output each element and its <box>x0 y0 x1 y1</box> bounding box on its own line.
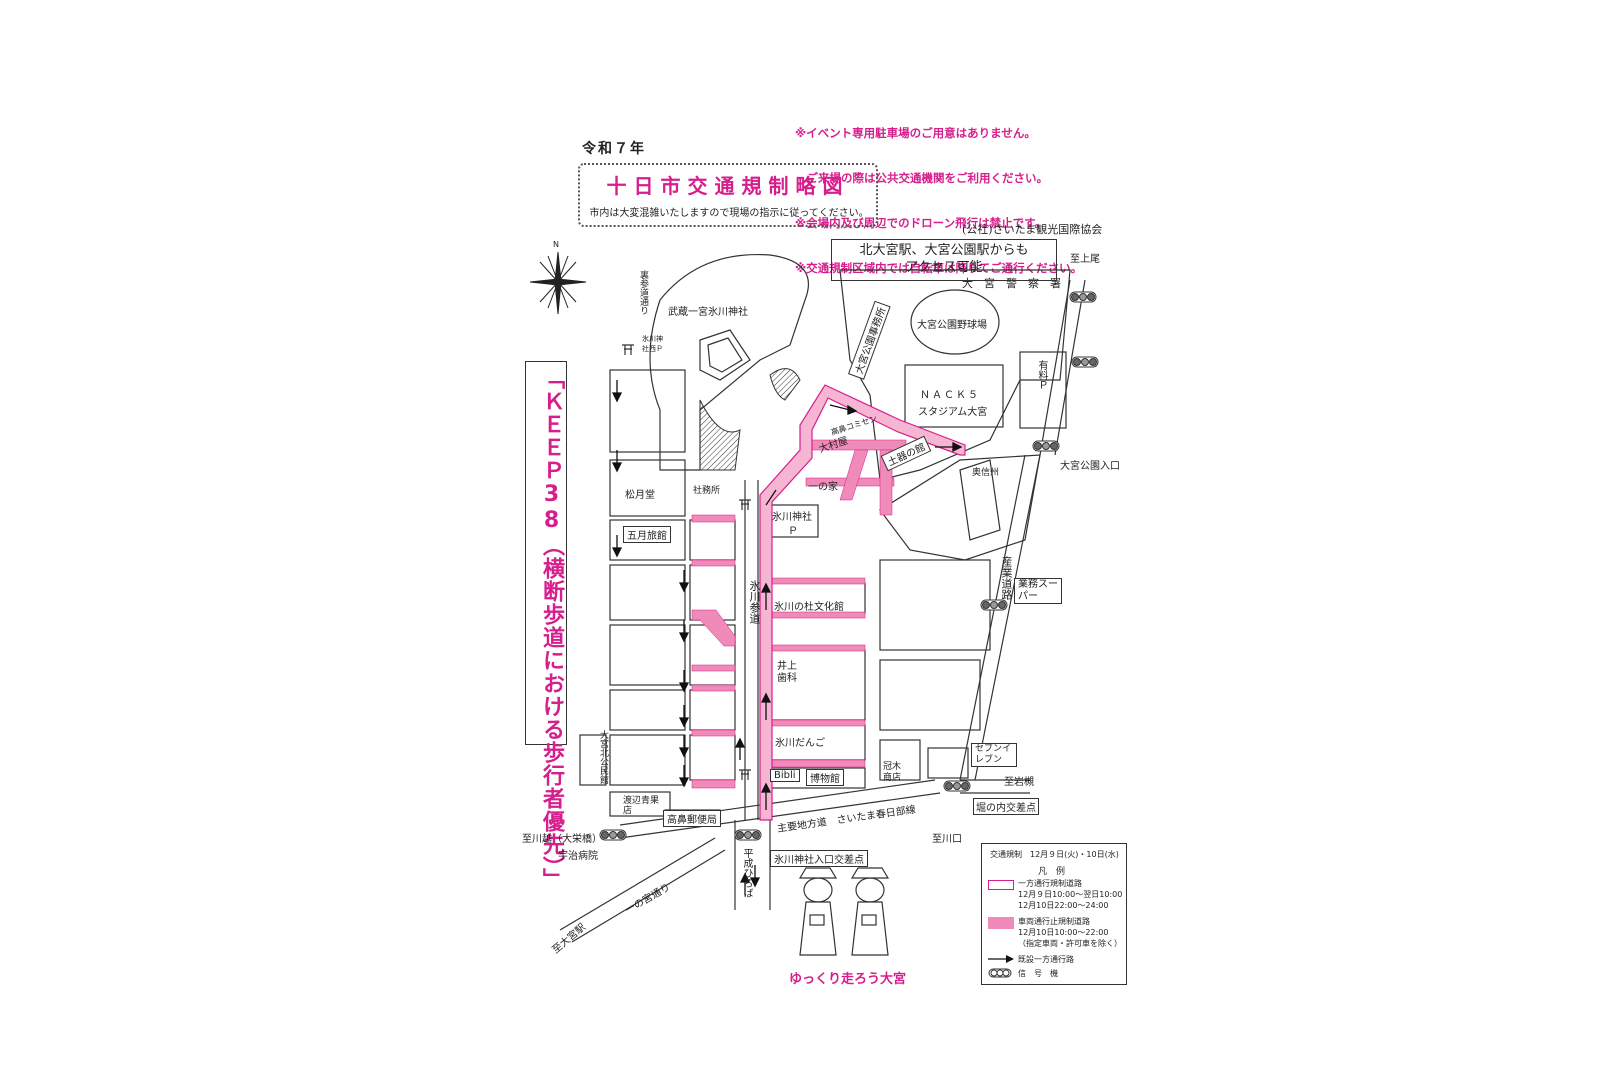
label-horinouchi: 堀の内交差点 <box>973 798 1039 815</box>
label-takahana-post: 高鼻郵便局 <box>663 810 721 827</box>
organizers: (公社)さいたま観光国際協会 大 宮 警 察 署 <box>962 185 1102 311</box>
label-nack5-sub: スタジアム大宮 <box>918 407 988 418</box>
compass-north-label: N <box>553 240 559 249</box>
label-hakubutsukan: 博物館 <box>806 769 844 786</box>
access-line-1: 北大宮駅、大宮公園駅からも <box>859 243 1029 258</box>
legend-closed-label: 車両通行止規制道路 <box>1018 917 1090 926</box>
compass-icon <box>530 251 586 315</box>
label-okushinshu: 奥信州 <box>972 468 1000 478</box>
label-kita-kominkan: 大宮北公民館 <box>598 730 608 784</box>
note-line: ※交通規制区域内では自転車は降りてご通行ください。 <box>795 261 1083 275</box>
label-to-kawagoe: 至川越（大栄橋） <box>522 834 602 845</box>
legend-oneway-swatch <box>988 880 1014 890</box>
label-to-ageo: 至上尾 <box>1070 254 1100 265</box>
label-shogetsudo: 松月堂 <box>625 490 655 501</box>
label-paid-parking: 有料Ｐ <box>1036 360 1047 390</box>
organizer-association: (公社)さいたま観光国際協会 <box>962 223 1103 236</box>
label-hikawa-parking: 氷川神社 <box>772 512 812 523</box>
label-seven-eleven: セブンイレブン <box>971 743 1017 767</box>
label-hikawa-parking-p: Ｐ <box>788 526 798 537</box>
label-ichinoya: 一の家 <box>808 482 838 493</box>
legend-existing-oneway: 既設一方通行路 <box>1018 955 1074 964</box>
label-shrine: 武蔵一宮氷川神社 <box>668 307 748 318</box>
page-title: 十日市交通規制略図 <box>606 174 850 198</box>
note-line: ご来場の際は公共交通機関をご利用ください。 <box>795 171 1048 185</box>
oneway-restricted-route <box>759 384 966 821</box>
access-line-2: アクセス可能 <box>905 260 983 275</box>
legend-oneway-label: 一方通行規制道路 <box>1018 879 1082 888</box>
label-sangyo-doro: 産業道路 <box>1000 556 1013 600</box>
access-note: 北大宮駅、大宮公園駅からも アクセス可能 <box>831 239 1057 281</box>
legend-title: 凡 例 <box>1038 867 1066 877</box>
label-uji-hospital: 宇治病院 <box>558 851 598 862</box>
keep-slogan-frame <box>525 361 567 745</box>
label-hikawa-sando: 氷川参道 <box>748 580 761 624</box>
label-bibli: Bibli <box>770 769 800 782</box>
label-stadium-park: 大宮公園野球場 <box>917 320 987 331</box>
label-watanabe-seika: 渡辺青果店 <box>623 796 660 816</box>
label-shamusho: 社務所 <box>693 486 721 496</box>
keep-slogan: 「ＫＥＥＰ38（横断歩道における歩行者優先）」 <box>539 367 564 891</box>
label-ura-sando: 裏参道通り <box>638 270 648 315</box>
note-line: ※イベント専用駐車場のご用意はありません。 <box>795 126 1036 140</box>
legend-closed-note: （指定車両・許可車を除く） <box>1018 939 1122 948</box>
legend-closed-swatch <box>988 917 1014 929</box>
page-subtitle: 市内は大変混雑いたしますので現場の指示に従ってください。 <box>589 208 869 219</box>
label-inoue-shika: 井上歯科 <box>777 661 797 684</box>
label-heisei-hiroba: 平成ひろば <box>741 848 752 898</box>
label-hikawa-nishi-parking: 氷川神社西Ｐ <box>642 335 663 353</box>
label-nack5: ＮＡＣＫ５ <box>920 390 980 401</box>
label-kanmuriki: 冠木商店 <box>883 762 902 783</box>
era-label: 令和７年 <box>582 141 646 157</box>
label-hikawa-entrance-intersection: 氷川神社入口交差点 <box>770 850 868 867</box>
shrine-precinct <box>649 253 810 471</box>
arrow-right-icon <box>988 955 1014 963</box>
legend-box: 交通規制 12月９日(火)・10日(水) 凡 例 一方通行規制道路 12月９日1… <box>981 843 1127 985</box>
legend-closed-time: 12月10日10:00～22:00 <box>1018 928 1109 937</box>
label-to-kawaguchi: 至川口 <box>932 834 962 845</box>
closed-road <box>691 514 736 523</box>
legend-oneway-time1: 12月９日10:00～翌日10:00 <box>1018 890 1123 899</box>
label-hikawa-dango: 氷川だんご <box>775 738 825 749</box>
signal-icon <box>988 968 1012 978</box>
mascot-illustration <box>798 867 890 956</box>
bottom-slogan: ゆっくり走ろう大宮 <box>789 972 907 987</box>
label-bunkakan: 氷川の杜文化館 <box>774 602 844 613</box>
label-satsuki-ryokan: 五月旅館 <box>623 526 671 543</box>
title-frame <box>578 163 878 227</box>
label-gyomu-super: 業務スーパー <box>1014 578 1062 604</box>
organizer-police: 大 宮 警 察 署 <box>962 277 1061 290</box>
legend-header: 交通規制 12月９日(火)・10日(水) <box>990 850 1119 859</box>
label-park-entrance: 大宮公園入口 <box>1060 461 1120 472</box>
legend-signal: 信 号 機 <box>1018 969 1058 978</box>
label-to-iwatsuki: 至岩槻 <box>1004 777 1034 788</box>
legend-oneway-time2: 12月10日22:00～24:00 <box>1018 901 1109 910</box>
